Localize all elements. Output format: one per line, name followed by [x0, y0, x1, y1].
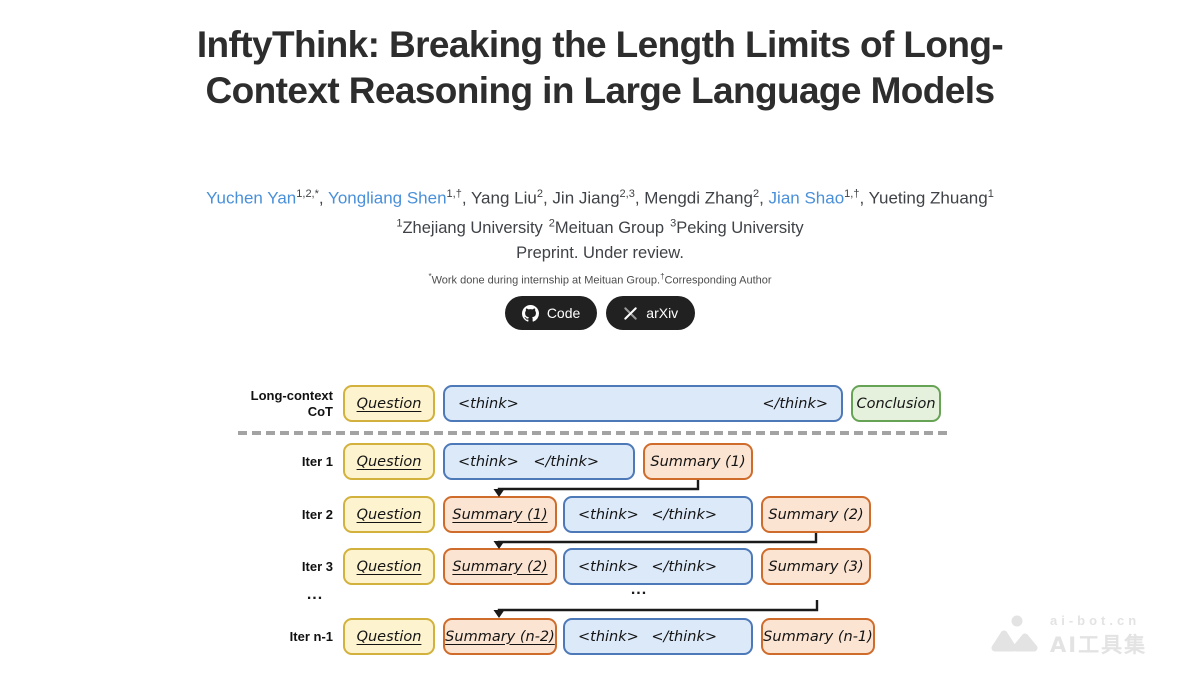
iter3-label: Iter 3 — [301, 558, 333, 574]
author-list: Yuchen Yan1,2,*, Yongliang Shen1,†, Yang… — [206, 188, 994, 208]
iter3-row: Iter 3 Question Summary (2) <think></thi… — [238, 548, 955, 585]
iter2-row: Iter 2 Question Summary (1) <think></thi… — [238, 496, 955, 533]
dagger-mark: † — [660, 272, 665, 281]
summary-out-box: Summary (2) — [761, 496, 871, 533]
arxiv-icon — [623, 306, 638, 321]
link-buttons: Code arXiv — [0, 296, 1200, 330]
publication-status: Preprint. Under review. — [516, 244, 684, 262]
author-name: Jin Jiang — [552, 188, 620, 208]
think-box: <think></think> — [563, 548, 753, 585]
affiliation: 3Peking University — [670, 217, 804, 237]
watermark-line2: AI工具集 — [1050, 632, 1148, 657]
question-box: Question — [343, 618, 435, 655]
arxiv-button-label: arXiv — [646, 305, 679, 321]
iter2-label: Iter 2 — [301, 506, 333, 522]
think-box: <think></think> — [563, 618, 753, 655]
iter1-label: Iter 1 — [301, 453, 333, 469]
question-box: Question — [343, 443, 435, 480]
author-name: Yang Liu — [470, 188, 537, 208]
ai-bot-logo-icon — [988, 612, 1040, 659]
arxiv-button[interactable]: arXiv — [606, 296, 696, 330]
question-box: Question — [343, 496, 435, 533]
summary-in-box: Summary (1) — [443, 496, 557, 533]
summary-out-box: Summary (3) — [761, 548, 871, 585]
summary-in-box: Summary (2) — [443, 548, 557, 585]
affiliation: 2Meituan Group — [548, 217, 665, 237]
affiliation: 1Zhejiang University — [396, 217, 543, 237]
footnote: *Work done during internship at Meituan … — [428, 272, 772, 287]
think-box: <think></think> — [443, 443, 635, 480]
author-link[interactable]: Yuchen Yan — [206, 188, 297, 208]
summary-out-box: Summary (1) — [643, 443, 753, 480]
ellipsis-left: ... — [306, 586, 324, 603]
watermark: ai-bot.cn AI工具集 — [988, 612, 1147, 659]
github-icon — [521, 304, 539, 322]
think-box: <think></think> — [563, 496, 753, 533]
page-title: InftyThink: Breaking the Length Limits o… — [0, 22, 1200, 114]
author-link[interactable]: Jian Shao — [768, 188, 845, 208]
author-name: Mengdi Zhang — [644, 188, 753, 208]
iter-n1-label: Iter n-1 — [289, 628, 333, 644]
code-button-label: Code — [546, 305, 581, 321]
star-mark: * — [428, 272, 432, 281]
iter-n1-row: Iter n-1 Question Summary (n-2) <think><… — [238, 618, 955, 655]
page-title-text: InftyThink: Breaking the Length Limits o… — [196, 24, 1004, 111]
summary-out-box: Summary (n-1) — [761, 618, 875, 655]
dashed-separator — [238, 431, 950, 435]
author-link[interactable]: Yongliang Shen — [328, 188, 447, 208]
question-box: Question — [343, 385, 435, 422]
question-box: Question — [343, 548, 435, 585]
iter1-row: Iter 1 Question <think></think> Summary … — [238, 443, 955, 480]
code-button[interactable]: Code — [504, 296, 598, 330]
conclusion-box: Conclusion — [851, 385, 941, 422]
watermark-line1: ai-bot.cn — [1050, 612, 1141, 628]
think-box: <think></think> — [443, 385, 843, 422]
summary-in-box: Summary (n-2) — [443, 618, 557, 655]
ellipsis-middle: ... — [630, 581, 648, 598]
author-name: Yueting Zhuang — [868, 188, 988, 208]
